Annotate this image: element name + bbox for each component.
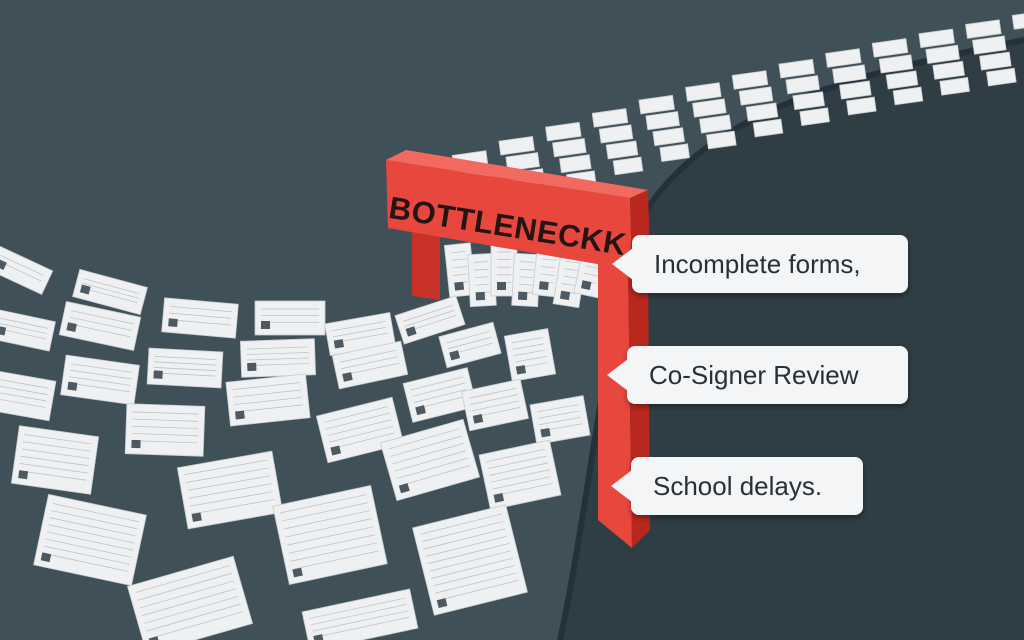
paper-document — [659, 143, 690, 163]
paper-document — [846, 96, 877, 116]
paper-document — [498, 135, 535, 156]
paper-document — [778, 58, 815, 79]
paper-document — [0, 308, 56, 352]
paper-document — [885, 70, 919, 90]
paper-document — [467, 252, 497, 308]
paper-document — [652, 127, 685, 147]
callout-text: School delays. — [653, 470, 823, 501]
paper-document — [272, 485, 388, 585]
gate-sign-front — [386, 160, 632, 270]
paper-document — [176, 450, 284, 530]
paper-document — [986, 67, 1017, 87]
paper-document — [925, 44, 960, 64]
paper-document — [699, 114, 732, 134]
paper-document — [412, 504, 528, 616]
paper-document — [379, 418, 481, 502]
paper-document — [402, 367, 478, 423]
paper-document — [965, 19, 1002, 39]
paper-document — [752, 118, 784, 138]
paper-document — [552, 138, 587, 158]
callout-co-signer-review: Co-Signer Review — [607, 346, 908, 404]
paper-document — [706, 130, 737, 150]
paper-document — [0, 245, 54, 295]
paper-document — [559, 154, 592, 174]
callout-text: Co-Signer Review — [649, 359, 859, 390]
paper-document — [591, 108, 629, 128]
paper-document — [871, 38, 909, 58]
paper-document — [745, 102, 779, 122]
paper-document — [825, 48, 862, 68]
paper-document — [939, 77, 970, 96]
paper-document — [33, 493, 147, 587]
paper-document — [225, 373, 311, 427]
paper-document — [932, 60, 965, 80]
paper-document — [461, 378, 529, 432]
paper-document — [918, 28, 955, 49]
paper-document — [60, 354, 140, 406]
gate-sign-top — [386, 150, 648, 198]
paper-document — [58, 300, 142, 352]
paper-document — [792, 91, 825, 111]
paper-document — [529, 395, 591, 445]
paper-document — [10, 425, 100, 495]
paper-document — [878, 54, 914, 74]
paper-document — [503, 328, 557, 382]
paper-document — [645, 111, 680, 131]
paper-document — [832, 64, 867, 84]
paper-document — [692, 98, 727, 118]
paper-document — [979, 51, 1012, 71]
paper-document — [505, 152, 540, 172]
paper-document — [738, 86, 774, 106]
paper-document — [324, 312, 396, 356]
paper-document — [785, 75, 820, 95]
paper-document — [438, 321, 502, 369]
paper-document — [331, 340, 409, 390]
paper-document — [972, 35, 1007, 55]
gate-right-post — [598, 262, 632, 548]
paper-document — [124, 403, 206, 457]
callout-school-delays: School delays. — [611, 457, 863, 515]
paper-document — [799, 107, 830, 127]
paper-document — [731, 70, 769, 90]
paper-document — [239, 338, 317, 378]
paper-document — [892, 86, 924, 106]
paper-document — [478, 439, 562, 511]
gate-left-post — [412, 232, 440, 300]
paper-document — [301, 588, 419, 640]
paper-document — [394, 295, 466, 345]
paper-document — [638, 94, 675, 115]
scattered-documents — [0, 245, 591, 640]
paper-document — [1011, 10, 1024, 30]
paper-document — [0, 368, 57, 422]
paper-document — [612, 156, 644, 176]
paper-document — [254, 300, 326, 336]
callout-text: Incomplete forms, — [654, 248, 861, 279]
paper-document — [598, 124, 634, 144]
paper-document — [161, 297, 239, 339]
paper-document — [685, 82, 722, 102]
paper-document — [72, 268, 148, 316]
paper-document — [605, 140, 639, 160]
callout-incomplete-forms: Incomplete forms, — [612, 235, 908, 293]
paper-document — [126, 555, 254, 640]
paper-document — [839, 80, 872, 100]
paper-document — [146, 347, 224, 389]
paper-document — [545, 121, 582, 142]
